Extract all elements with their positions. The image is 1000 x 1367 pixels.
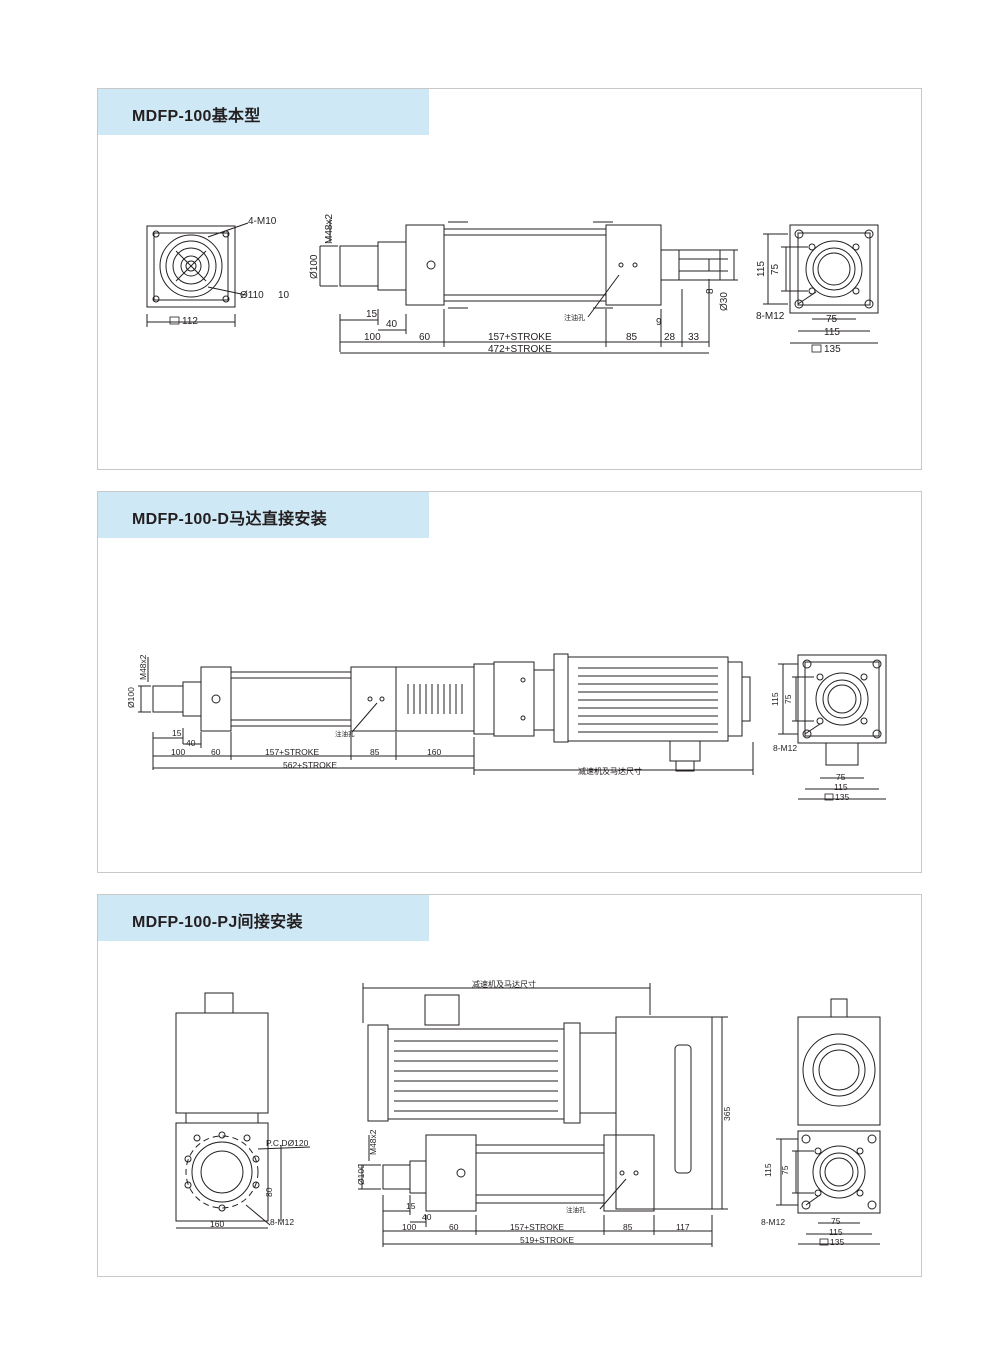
dim-label: 365 <box>722 1107 732 1121</box>
dim-label: P.C.DØ120 <box>266 1138 309 1148</box>
oil-hole-label: 注油孔 <box>564 313 585 322</box>
dim-label: 100 <box>171 747 185 757</box>
dim-label: 115 <box>770 692 780 706</box>
dim-label: M48x2 <box>324 214 335 244</box>
dim-label: 40 <box>386 319 398 330</box>
dim-label: 85 <box>626 332 638 343</box>
dim-label: 15 <box>366 309 378 320</box>
dim-label: 115 <box>829 1227 843 1237</box>
dim-label: Ø100 <box>356 1164 366 1185</box>
end-view <box>776 998 881 1245</box>
dim-label: 80 <box>264 1187 274 1197</box>
top-view <box>175 992 311 1229</box>
dim-label: 519+STROKE <box>520 1235 574 1245</box>
dim-label: Ø110 <box>240 290 264 301</box>
dim-label: 8-M12 <box>270 1217 294 1227</box>
end-view <box>763 224 879 344</box>
drawing-direct-motor: M48x2 Ø100 15 40 100 60 157+STROKE 85 16… <box>126 653 887 802</box>
dim-label: 75 <box>770 263 781 275</box>
panel-header: MDFP-100-D马达直接安装 <box>98 492 429 538</box>
panel-indirect: MDFP-100-PJ间接安装 <box>97 894 922 1277</box>
dim-label: 115 <box>756 261 767 277</box>
dim-label: 157+STROKE <box>510 1222 564 1232</box>
dim-label: 115 <box>763 1163 773 1177</box>
dim-label: 60 <box>449 1222 459 1232</box>
dim-label: 75 <box>836 772 846 782</box>
dim-label: 117 <box>676 1222 690 1232</box>
motor-dims-label: 减速机及马达尺寸 <box>472 979 536 989</box>
dim-label: 135 <box>830 1237 844 1247</box>
dim-label: 15 <box>406 1201 416 1211</box>
dim-label: 75 <box>826 314 838 325</box>
dim-label: 85 <box>370 747 380 757</box>
dim-label: 115 <box>834 782 848 792</box>
dim-label: 85 <box>623 1222 633 1232</box>
dim-label: 33 <box>688 332 700 343</box>
dim-label: Ø30 <box>719 292 730 311</box>
side-view <box>319 219 738 354</box>
panel-header: MDFP-100基本型 <box>98 89 429 135</box>
side-view <box>138 653 754 775</box>
dim-label: 157+STROKE <box>265 747 319 757</box>
dim-label: Ø100 <box>126 687 136 708</box>
dim-label: 157+STROKE <box>488 332 552 343</box>
dim-label: Ø100 <box>309 254 320 279</box>
dim-label: 40 <box>186 738 196 748</box>
dim-label: 160 <box>210 1219 224 1229</box>
panel-header: MDFP-100-PJ间接安装 <box>98 895 429 941</box>
dim-label: 15 <box>172 728 182 738</box>
dim-label: 8-M12 <box>773 743 797 753</box>
dim-label: 75 <box>780 1165 790 1175</box>
dim-label: 4-M10 <box>248 216 277 227</box>
panel-title: MDFP-100基本型 <box>132 108 261 125</box>
dim-label: 8-M12 <box>756 311 785 322</box>
dim-label: 135 <box>835 792 849 802</box>
dim-label: 75 <box>783 694 793 704</box>
dim-label: 28 <box>664 332 676 343</box>
panel-direct-motor: MDFP-100-D马达直接安装 <box>97 491 922 873</box>
dim-label: 10 <box>278 290 290 301</box>
dim-label: 112 <box>182 316 198 327</box>
front-view <box>146 222 249 327</box>
dim-label: M48x2 <box>368 1129 378 1155</box>
panel-basic: MDFP-100基本型 <box>97 88 922 470</box>
oil-hole-label: 注油孔 <box>335 729 355 738</box>
dim-label: 9 <box>656 317 662 328</box>
drawing-indirect: P.C.DØ120 80 160 8-M12 减速机及马达尺寸 365 M48x… <box>175 979 881 1247</box>
dim-label: 472+STROKE <box>488 344 552 355</box>
panel-title: MDFP-100-D马达直接安装 <box>132 511 328 528</box>
dim-label: 100 <box>402 1222 416 1232</box>
dim-label: 8 <box>705 288 716 294</box>
dim-label: M48x2 <box>138 654 148 680</box>
dim-label: 8-M12 <box>761 1217 785 1227</box>
dim-label: 100 <box>364 332 381 343</box>
dim-label: 160 <box>427 747 441 757</box>
panel-title: MDFP-100-PJ间接安装 <box>132 914 303 931</box>
dim-label: 135 <box>824 344 841 355</box>
motor-dims-label: 减速机及马达尺寸 <box>578 766 642 776</box>
dim-label: 115 <box>824 327 840 338</box>
drawing-basic: 4-M10 Ø110 10 112 M48x2 Ø100 15 40 100 6… <box>146 214 879 355</box>
dim-label: 562+STROKE <box>283 760 337 770</box>
dim-label: 60 <box>419 332 431 343</box>
dim-label: 40 <box>422 1212 432 1222</box>
side-view <box>358 983 728 1247</box>
end-view <box>778 654 887 800</box>
dim-label: 60 <box>211 747 221 757</box>
oil-hole-label: 注油孔 <box>566 1205 586 1214</box>
dim-label: 75 <box>831 1216 841 1226</box>
